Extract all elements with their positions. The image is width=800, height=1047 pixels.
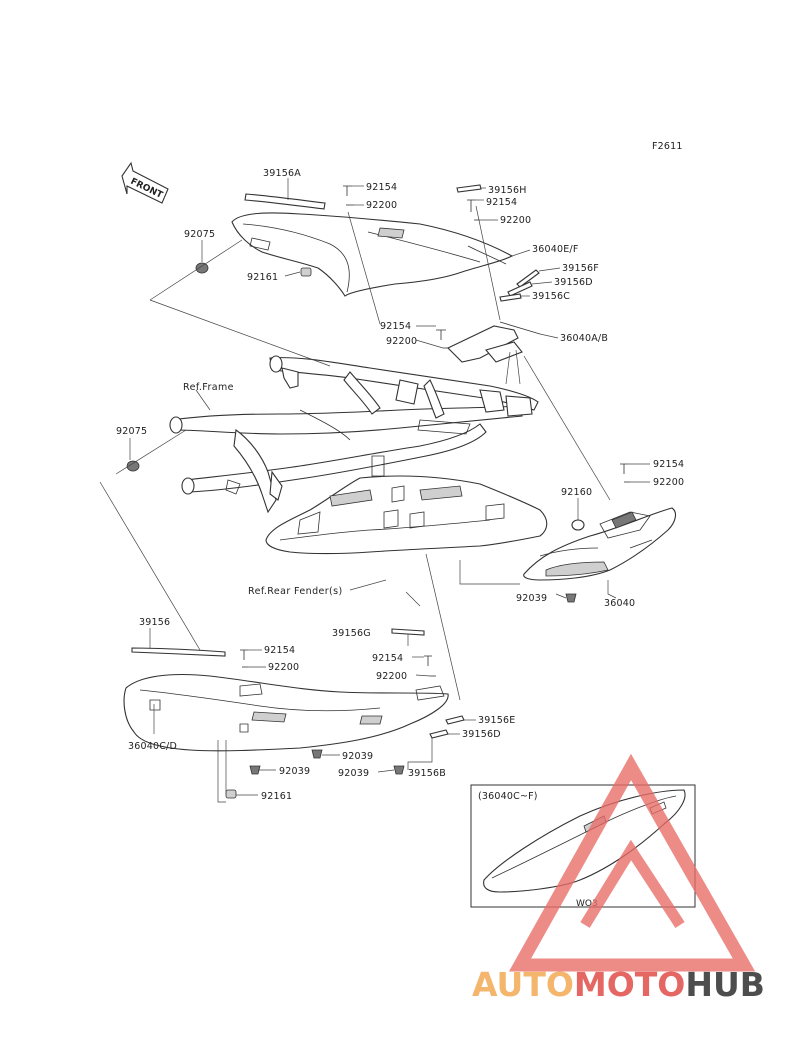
callout-39156D-top: 39156D bbox=[554, 277, 593, 288]
callout-92161-low: 92161 bbox=[261, 791, 292, 802]
callout-92154-lowleft: 92154 bbox=[264, 645, 295, 656]
callout-92160: 92160 bbox=[561, 487, 592, 498]
callout-39156E: 39156E bbox=[478, 715, 515, 726]
callout-92154-mid: 92154 bbox=[380, 321, 411, 332]
rear-fender bbox=[265, 455, 548, 555]
leader-lines bbox=[99, 178, 650, 803]
callout-39156A: 39156A bbox=[263, 168, 301, 179]
side-cover bbox=[123, 460, 465, 799]
callout-39156C: 39156C bbox=[532, 291, 570, 302]
ref-frame-label: Ref.Frame bbox=[183, 382, 234, 393]
watermark-logo: AUTOMOTOHUB bbox=[472, 753, 765, 1004]
callout-92039-lowmid: 92039 bbox=[342, 751, 373, 762]
callout-92039-lowleft: 92039 bbox=[279, 766, 310, 777]
watermark-text: AUTOMOTOHUB bbox=[472, 965, 765, 1004]
callout-92200-right: 92200 bbox=[653, 477, 684, 488]
figure-code: F2611 bbox=[652, 141, 683, 152]
callout-36040CD: 36040C/D bbox=[128, 741, 177, 752]
callout-36040: 36040 bbox=[604, 598, 635, 609]
callout-36040AB: 36040A/B bbox=[560, 333, 608, 344]
callout-39156D-low: 39156D bbox=[462, 729, 501, 740]
callout-92039-right: 92039 bbox=[516, 593, 547, 604]
callout-92154-top: 92154 bbox=[366, 182, 397, 193]
callout-39156F: 39156F bbox=[562, 263, 599, 274]
inset-code: WO3 bbox=[576, 899, 598, 909]
callout-92154-lowmid: 92154 bbox=[372, 653, 403, 664]
upper-seat-cover bbox=[195, 184, 540, 302]
callout-92154-right: 92154 bbox=[653, 459, 684, 470]
ref-rear-fender-label: Ref.Rear Fender(s) bbox=[248, 586, 343, 597]
callout-labels: 39156A 92154 92200 39156H 92154 92200 36… bbox=[116, 168, 684, 802]
callout-36040EF: 36040E/F bbox=[532, 244, 579, 255]
callout-39156: 39156 bbox=[139, 617, 170, 628]
callout-92200-lowmid: 92200 bbox=[376, 671, 407, 682]
callout-92075-top: 92075 bbox=[184, 229, 215, 240]
callout-92161-top: 92161 bbox=[247, 272, 278, 283]
tail-cover bbox=[523, 463, 677, 603]
callout-92039-lowright: 92039 bbox=[338, 768, 369, 779]
callout-92075-left: 92075 bbox=[116, 426, 147, 437]
callout-39156B: 39156B bbox=[408, 768, 446, 779]
bracket-assembly bbox=[436, 321, 541, 363]
callout-92154-topright: 92154 bbox=[486, 197, 517, 208]
callout-92200-top: 92200 bbox=[366, 200, 397, 211]
callout-92200-lowleft: 92200 bbox=[268, 662, 299, 673]
frame-rails bbox=[169, 355, 539, 514]
front-arrow-icon: FRONT bbox=[121, 161, 169, 204]
callout-39156G: 39156G bbox=[332, 628, 371, 639]
callout-92200-mid: 92200 bbox=[386, 336, 417, 347]
inset-title: (36040C~F) bbox=[478, 791, 538, 802]
callout-92200-topright: 92200 bbox=[500, 215, 531, 226]
callout-39156H: 39156H bbox=[488, 185, 527, 196]
